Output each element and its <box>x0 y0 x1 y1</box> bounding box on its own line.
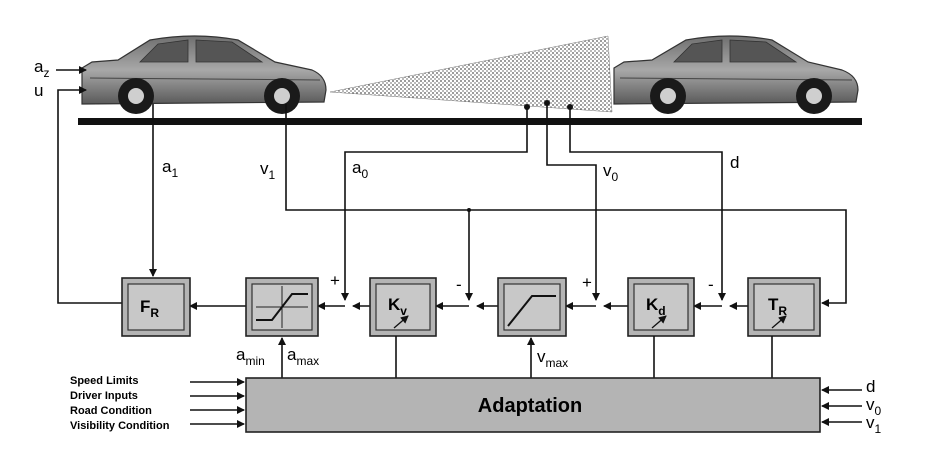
v1-wire <box>285 104 847 307</box>
u-feedback-wire <box>57 86 122 304</box>
label-a-1: a1 <box>162 157 178 180</box>
block-tr-label: TR <box>768 295 787 318</box>
d-wire <box>569 107 726 301</box>
road <box>78 118 862 125</box>
sign-plus-a: + <box>330 271 340 290</box>
right-input-d: d <box>866 377 875 396</box>
adaptation-left-inputs: Speed Limits Driver Inputs Road Conditio… <box>70 375 245 432</box>
adaptation-title: Adaptation <box>478 395 582 417</box>
input-driver-inputs: Driver Inputs <box>70 390 138 402</box>
radar-beam <box>329 35 613 113</box>
block-fr: FR <box>121 277 191 337</box>
label-d: d <box>730 153 739 172</box>
block-kv-label: Kv <box>388 295 407 318</box>
block-tr: TR <box>747 277 821 337</box>
block-accel-limiter <box>245 277 319 337</box>
sign-minus-d: - <box>708 275 714 294</box>
block-fr-label: FR <box>140 297 159 320</box>
sign-minus-v: - <box>456 275 462 294</box>
block-velocity-limiter <box>497 277 567 337</box>
adaptation-block: Adaptation <box>245 377 821 433</box>
adaptation-right-inputs: d v0 v1 <box>821 377 882 436</box>
label-v-0: v0 <box>603 161 619 184</box>
right-input-v0: v0 <box>866 395 882 418</box>
label-a-max: amax <box>287 345 319 368</box>
v0-wire <box>546 103 600 301</box>
right-input-v1: v1 <box>866 413 882 436</box>
sign-plus-v: + <box>582 273 592 292</box>
input-speed-limits: Speed Limits <box>70 375 138 387</box>
label-a-z: az <box>34 57 49 80</box>
block-kv: Kv <box>369 277 437 337</box>
label-u: u <box>34 81 43 100</box>
label-a-0: a0 <box>352 158 368 181</box>
block-kd-label: Kd <box>646 295 666 318</box>
label-a-min: amin <box>236 345 265 368</box>
label-v-max: vmax <box>537 347 568 370</box>
block-kd: Kd <box>627 277 695 337</box>
a0-wire <box>341 107 528 301</box>
input-road-condition: Road Condition <box>70 405 152 417</box>
label-v-1: v1 <box>260 159 276 182</box>
lead-car <box>613 35 859 114</box>
ego-car <box>81 35 327 114</box>
input-visibility-condition: Visibility Condition <box>70 420 170 432</box>
